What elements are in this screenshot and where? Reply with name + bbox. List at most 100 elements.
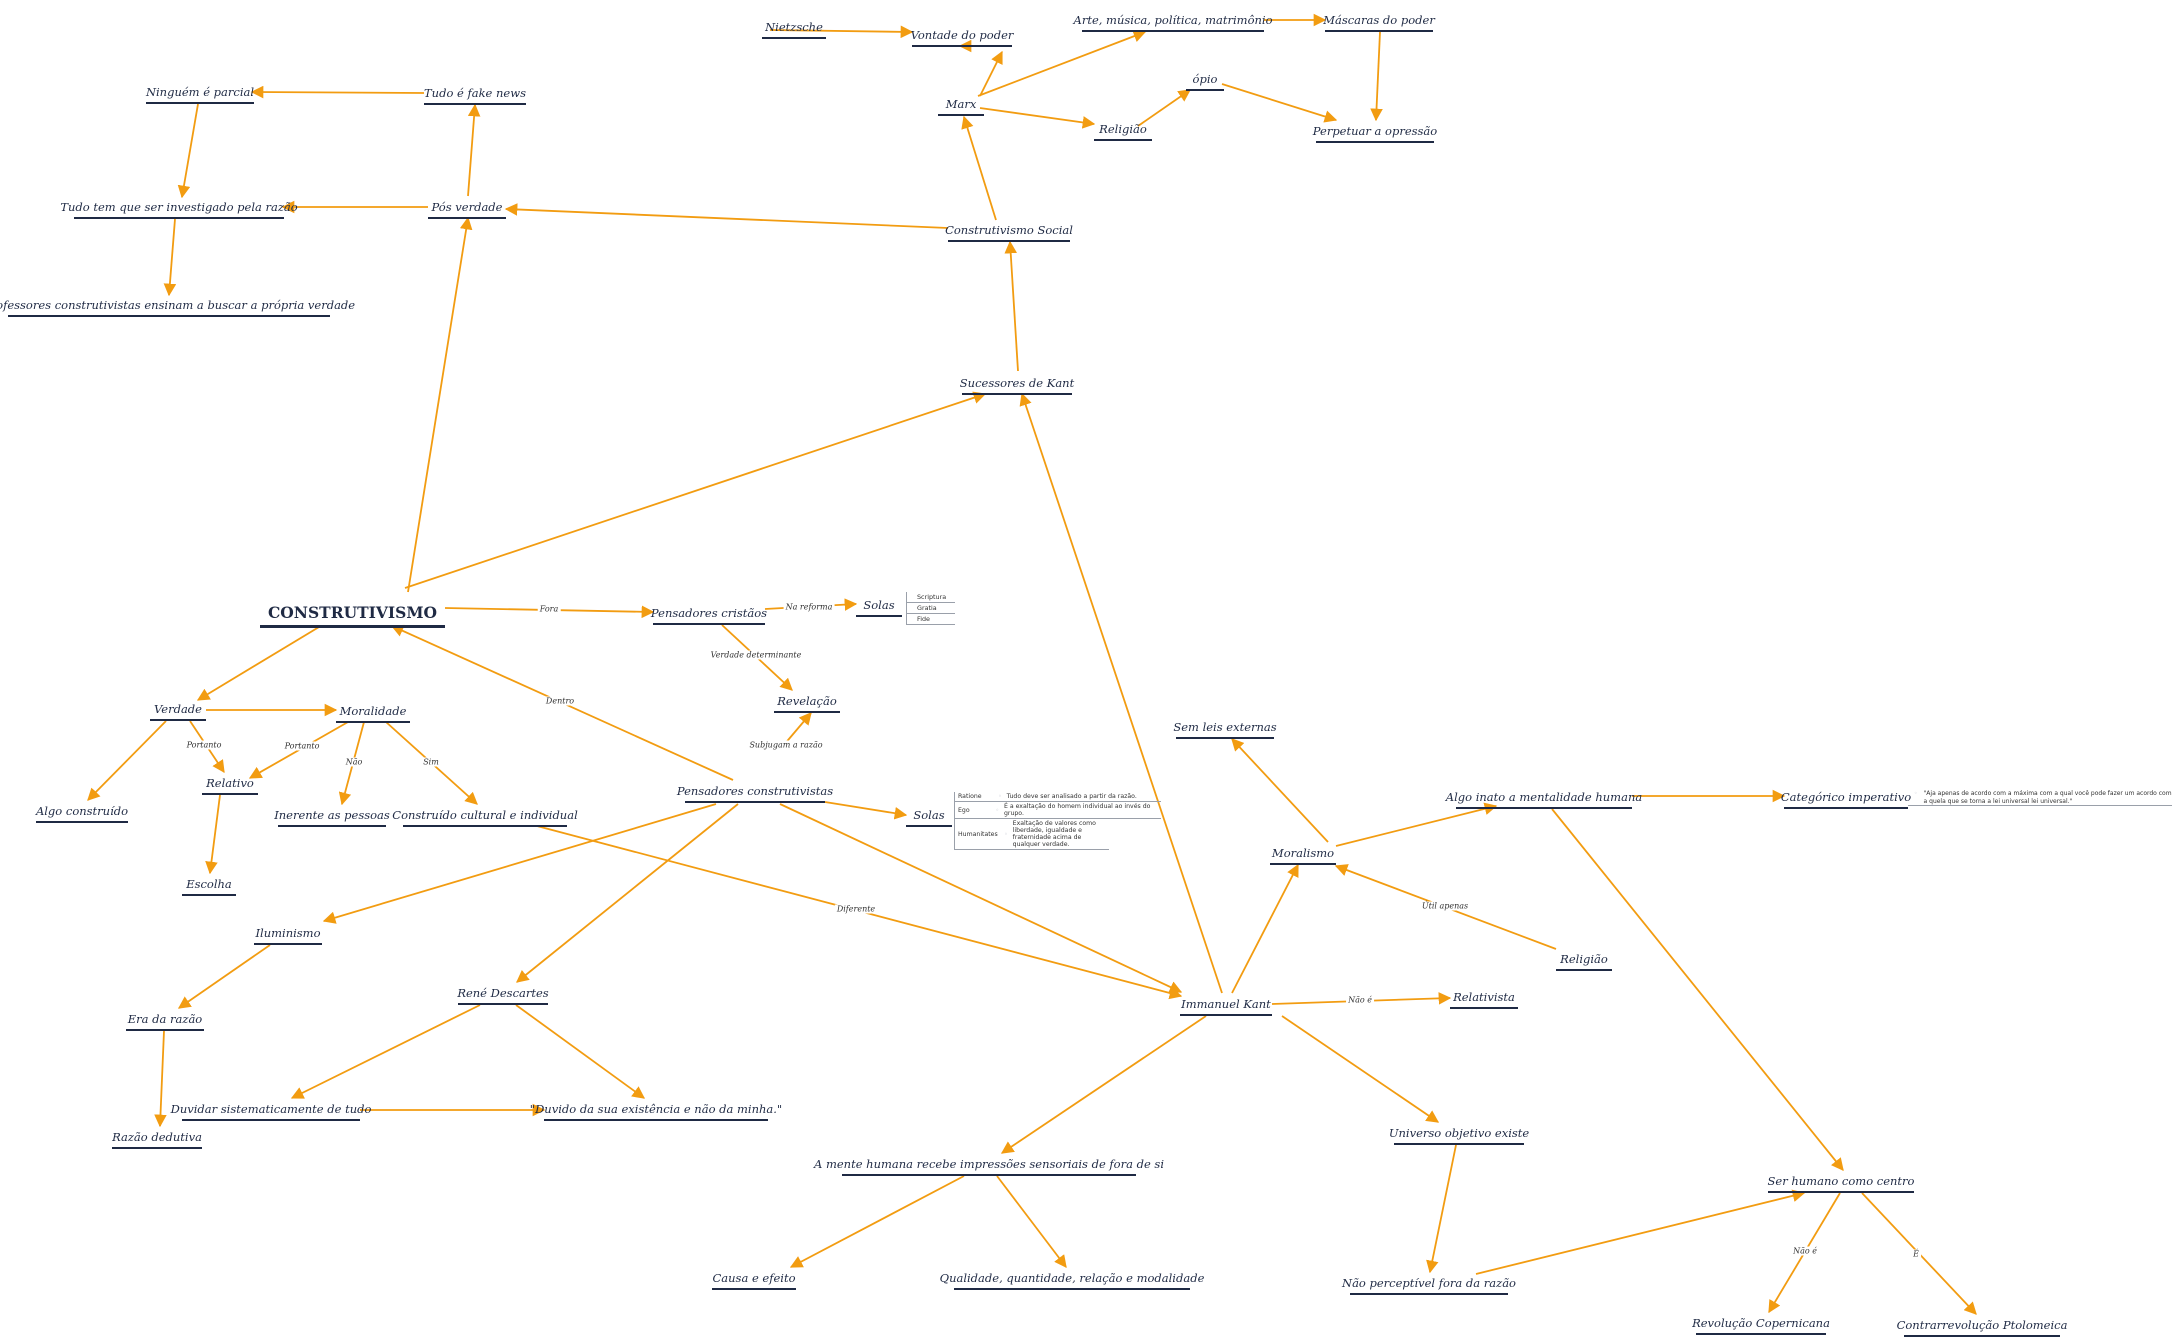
node-religiao-kant[interactable]: Religião <box>1556 948 1612 971</box>
edge-arrow <box>250 85 425 99</box>
node-solas-construtivista[interactable]: Solas <box>906 804 952 827</box>
edge-arrow <box>1137 89 1192 127</box>
node-universo-objetivo[interactable]: Universo objetivo existe <box>1389 1122 1529 1145</box>
edge-arrow <box>789 1175 965 1268</box>
solas-item: Scriptura <box>907 592 955 603</box>
edge-arrow <box>467 103 481 197</box>
node-revolucao-copernicana[interactable]: Revolução Copernicana <box>1692 1312 1830 1335</box>
node-mente-humana[interactable]: A mente humana recebe impressões sensori… <box>814 1153 1164 1176</box>
node-tudo-investigado[interactable]: Tudo tem que ser investigado pela razão <box>60 196 298 219</box>
edge-arrow <box>1551 808 1844 1171</box>
node-construtivismo[interactable]: CONSTRUTIVISMO <box>260 592 445 628</box>
edge-arrow <box>1221 83 1338 123</box>
node-algo-inato[interactable]: Algo inato a mentalidade humana <box>1446 786 1642 809</box>
edge-arrow <box>1000 1015 1207 1154</box>
edge-arrow <box>154 1030 167 1128</box>
node-verdade[interactable]: Verdade <box>150 698 206 721</box>
edge-arrow <box>290 1004 481 1099</box>
edge-arrow <box>1019 392 1223 994</box>
solas-row-ratione: Ratione◦Tudo deve ser analisado a partir… <box>955 792 1161 802</box>
node-iluminismo[interactable]: Iluminismo <box>254 922 322 945</box>
edge-arrow <box>163 218 177 297</box>
solas-item: Gratia <box>907 603 955 614</box>
edge-arrow <box>1231 738 1329 843</box>
edge-arrow <box>1004 240 1019 372</box>
node-immanuel-kant[interactable]: Immanuel Kant <box>1180 993 1272 1016</box>
node-marx[interactable]: Marx <box>938 93 984 116</box>
edge-label-subjugam-a-razao: Subjugam a razão <box>747 740 825 750</box>
node-sem-leis-externas[interactable]: Sem leis externas <box>1173 716 1277 739</box>
node-arte-musica[interactable]: Arte, música, política, matrimônio <box>1074 9 1273 32</box>
edge-arrow <box>515 1004 646 1099</box>
node-opio[interactable]: ópio <box>1186 68 1224 91</box>
edge-arrow <box>977 30 1147 97</box>
node-causa-e-efeito[interactable]: Causa e efeito <box>712 1267 796 1290</box>
node-solas-crista[interactable]: Solas <box>856 594 902 617</box>
edge-arrow <box>1426 1144 1457 1274</box>
edge-arrow <box>404 391 987 589</box>
node-duvidar-sistematicamente[interactable]: Duvidar sistematicamente de tudo <box>171 1098 371 1121</box>
node-escolha[interactable]: Escolha <box>182 873 236 896</box>
node-moralidade[interactable]: Moralidade <box>336 700 410 723</box>
node-duvido-da-sua-existencia[interactable]: "Duvido da sua existência e não da minha… <box>530 1098 782 1121</box>
node-moralismo[interactable]: Moralismo <box>1270 842 1336 865</box>
edge-label-nao-moralidade: Não <box>343 757 365 767</box>
edge-label-e-ptolomeica: É <box>1911 1249 1921 1259</box>
node-ser-humano-como-centro[interactable]: Ser humano como centro <box>1768 1170 1914 1193</box>
node-relativo[interactable]: Relativo <box>202 772 258 795</box>
node-pensadores-construtivistas[interactable]: Pensadores construtivistas <box>677 780 833 803</box>
edge-label-nao-e-relativista: Não é <box>1346 995 1374 1005</box>
solas-item: Fide <box>907 614 955 625</box>
node-tudo-e-fake-news[interactable]: Tudo é fake news <box>424 82 526 105</box>
edge-label-dentro: Dentro <box>543 696 577 706</box>
edge-arrow <box>1335 802 1498 847</box>
node-contrarrevolucao-ptolomeica[interactable]: Contrarrevolução Ptolomeica <box>1897 1314 2067 1337</box>
edge-arrow <box>979 50 1003 97</box>
edge-arrow <box>1370 31 1383 122</box>
node-religiao-marx[interactable]: Religião <box>1094 118 1152 141</box>
edge-label-portanto-verdade: Portanto <box>184 740 224 750</box>
edge-arrow <box>205 794 221 875</box>
node-inerente-as-pessoas[interactable]: Inerente as pessoas <box>274 804 390 827</box>
node-construtivismo-social[interactable]: Construtivismo Social <box>945 219 1073 242</box>
edge-arrow <box>996 1175 1067 1269</box>
node-razao-dedutiva[interactable]: Razão dedutiva <box>112 1126 202 1149</box>
node-vontade-do-poder[interactable]: Vontade do poder <box>911 24 1013 47</box>
node-pensadores-cristaos[interactable]: Pensadores cristãos <box>651 602 767 625</box>
solas-row-ego: Ego◦É a exaltação do homem individual ao… <box>955 802 1161 819</box>
node-nao-perceptivel[interactable]: Não perceptível fora da razão <box>1342 1272 1516 1295</box>
node-mascaras-do-poder[interactable]: Máscaras do poder <box>1323 9 1435 32</box>
edge-arrow <box>1475 1189 1806 1275</box>
edge-arrow <box>516 803 739 983</box>
edge-arrow <box>177 944 271 1009</box>
node-revelacao[interactable]: Revelação <box>774 690 840 713</box>
node-construido-cultural[interactable]: Construído cultural e individual <box>392 804 578 827</box>
edge-arrow <box>504 203 949 229</box>
node-sucessores-de-kant[interactable]: Sucessores de Kant <box>960 372 1074 395</box>
edge-label-verdade-determinante: Verdade determinante <box>708 650 804 660</box>
edge-label-fora: Fora <box>537 604 561 614</box>
edge-arrow <box>779 803 1183 993</box>
edge-label-nao-e-copernicana: Não é <box>1791 1246 1819 1256</box>
node-era-da-razao[interactable]: Era da razão <box>126 1008 204 1031</box>
node-relativista[interactable]: Relativista <box>1450 986 1518 1009</box>
node-algo-construido[interactable]: Algo construído <box>36 800 128 823</box>
node-rene-descartes[interactable]: René Descartes <box>457 982 549 1005</box>
edge-arrow <box>322 803 717 924</box>
edge-label-na-reforma: Na reforma <box>783 602 835 612</box>
node-nietzsche[interactable]: Nietzsche <box>762 16 826 39</box>
categorico-imperativo-note: ◦"Aja apenas de acordo com a máxima com … <box>1908 790 2172 806</box>
node-perpetuar-a-opressao[interactable]: Perpetuar a opressão <box>1313 120 1437 143</box>
edge-label-util-apenas: Útil apenas <box>1419 901 1471 911</box>
edge-label-portanto-moralidade: Portanto <box>282 741 322 751</box>
node-professores-construtivistas[interactable]: Professores construtivistas ensinam a bu… <box>0 294 355 317</box>
node-ninguem-e-parcial[interactable]: Ninguém é parcial <box>146 81 254 104</box>
node-qualidade-quantidade[interactable]: Qualidade, quantidade, relação e modalid… <box>940 1267 1204 1290</box>
edge-arrow <box>824 801 908 820</box>
node-categorico-imperativo[interactable]: Categórico imperativo <box>1781 786 1911 809</box>
solas-cristas-list: Scriptura Gratia Fide <box>906 592 955 625</box>
node-pos-verdade[interactable]: Pós verdade <box>428 196 506 219</box>
edge-arrow <box>769 25 914 39</box>
edge-arrow <box>407 216 473 593</box>
